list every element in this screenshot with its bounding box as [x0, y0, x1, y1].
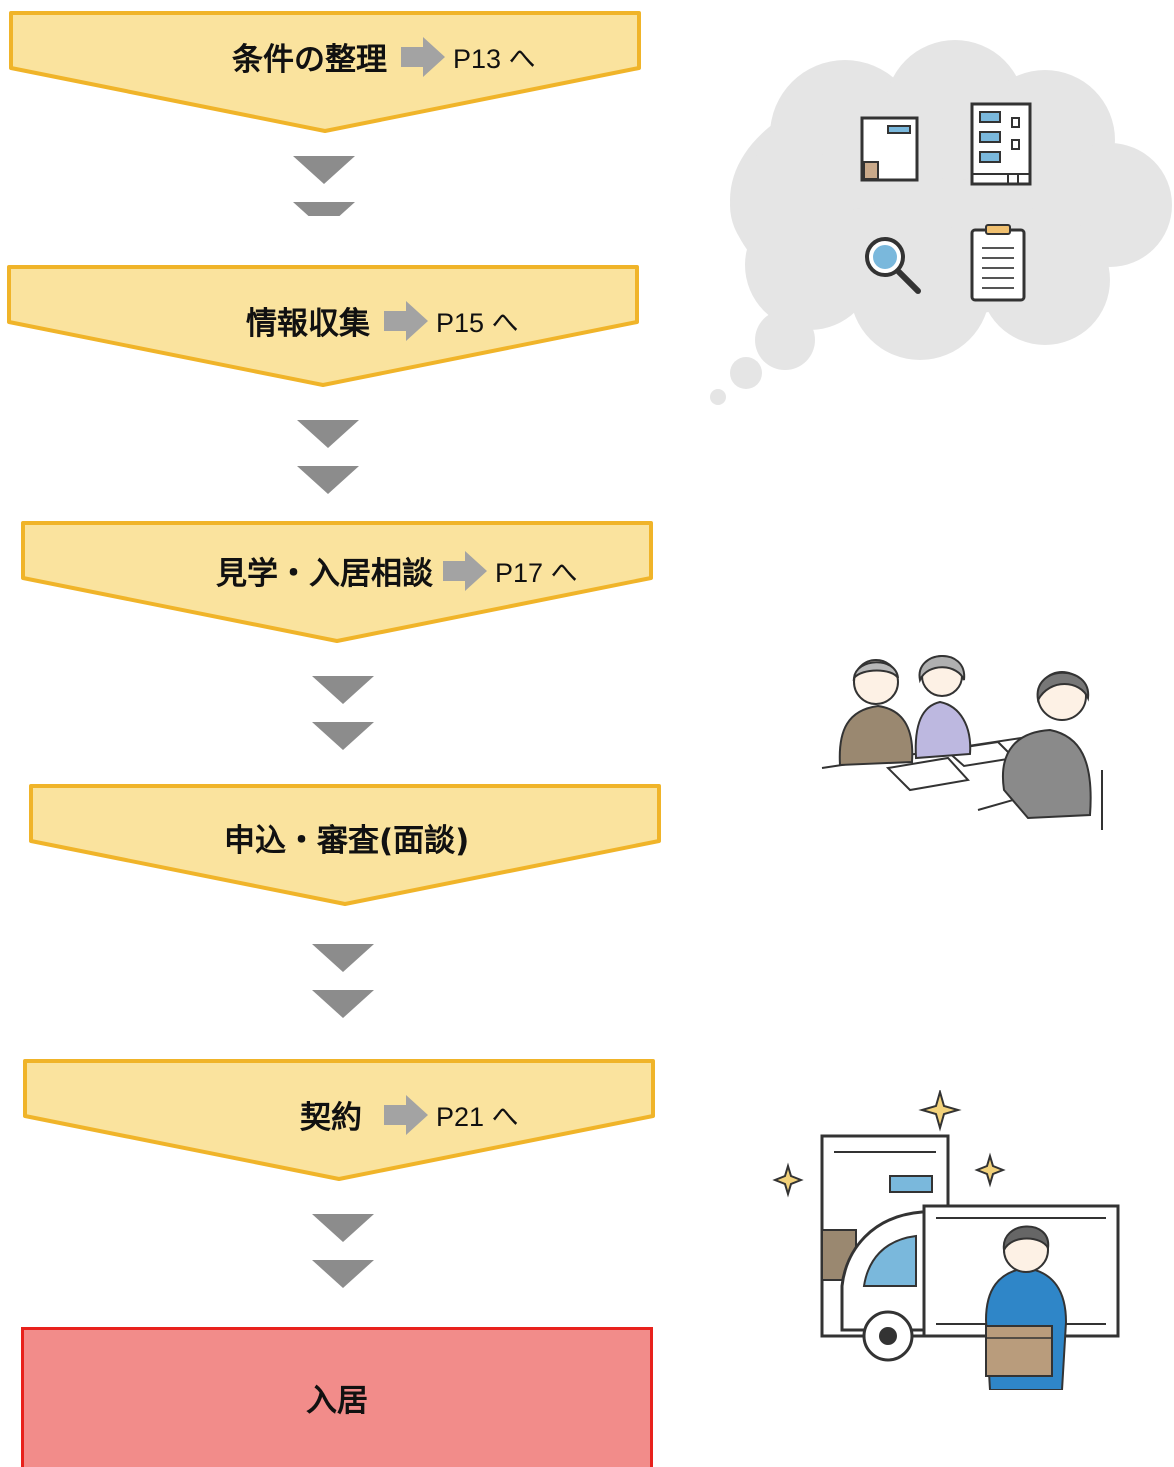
right-arrow-icon	[384, 300, 428, 341]
apartment-icon	[970, 102, 1032, 186]
flow-step-4: 申込・審査(面談)	[28, 783, 662, 907]
step-banner-shape	[23, 1059, 655, 1181]
flow-step-5: 契約 P21 へ	[22, 1058, 656, 1182]
final-step-label: 入居	[306, 1383, 368, 1419]
building-icon	[860, 116, 919, 182]
step-label: 条件の整理	[232, 42, 387, 78]
thought-cloud-illustration	[710, 40, 1172, 405]
magnifier-icon	[865, 237, 921, 294]
page-reference-link[interactable]: P13 へ	[453, 44, 536, 74]
step-banner-shape	[21, 521, 653, 643]
step-banner-shape	[7, 265, 639, 387]
down-arrow-icon	[312, 676, 374, 750]
right-arrow-icon	[401, 36, 445, 77]
step-label: 契約	[300, 1100, 362, 1136]
page-reference-link[interactable]: P15 へ	[436, 308, 519, 338]
flow-step-3: 見学・入居相談 P17 へ	[20, 520, 654, 644]
moving-truck-icon	[772, 1090, 1120, 1390]
step-banner-shape	[29, 784, 661, 906]
step-banner-shape	[9, 11, 641, 133]
consultation-people-icon	[821, 655, 1103, 830]
step-label: 申込・審査(面談)	[224, 823, 470, 859]
page-reference-link[interactable]: P17 へ	[495, 558, 578, 588]
down-arrow-icon	[312, 944, 374, 1018]
clipboard-icon	[970, 224, 1026, 302]
final-step-move-in: 入居	[21, 1327, 653, 1467]
right-arrow-icon	[384, 1094, 428, 1135]
flow-step-2: 情報収集 P15 へ	[6, 264, 640, 388]
step-label: 情報収集	[246, 306, 370, 342]
down-arrow-icon	[312, 1214, 374, 1288]
flow-step-1: 条件の整理 P13 へ	[8, 10, 642, 134]
page-reference-link[interactable]: P21 へ	[436, 1102, 519, 1132]
down-arrow-icon	[297, 420, 359, 494]
right-arrow-icon	[443, 550, 487, 591]
down-arrow-icon	[293, 156, 355, 216]
step-label: 見学・入居相談	[216, 556, 433, 592]
